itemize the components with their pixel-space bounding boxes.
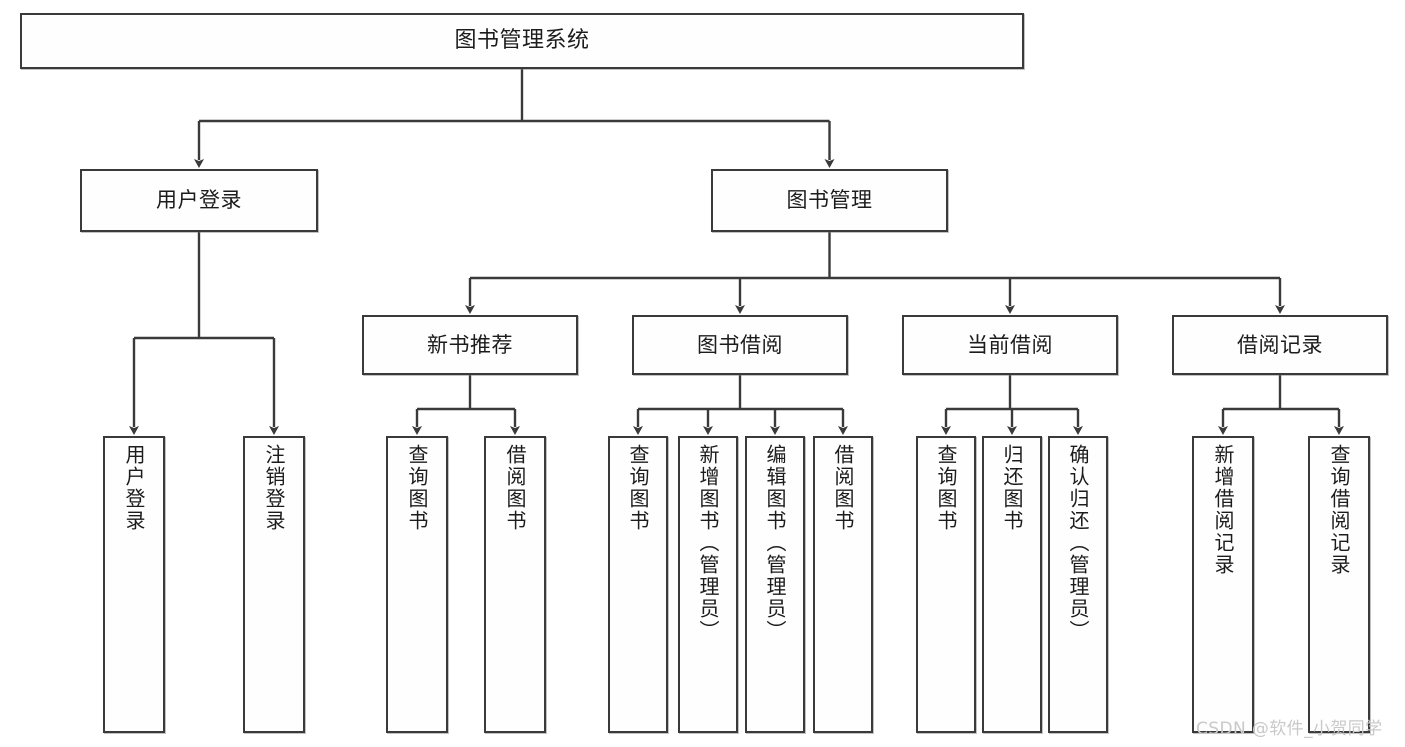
node-borrow-record-label: 借阅记录 xyxy=(1237,332,1323,357)
node-leaf-query-book-new-label: 查询图书 xyxy=(405,444,429,532)
node-leaf-return-book[interactable]: 归还图书 xyxy=(982,436,1042,733)
node-borrow-record[interactable]: 借阅记录 xyxy=(1172,315,1388,375)
node-leaf-borrow-book-new[interactable]: 借阅图书 xyxy=(484,436,546,733)
node-leaf-add-book-admin[interactable]: 新增图书（管理员） xyxy=(678,436,738,733)
node-new-book-recommend[interactable]: 新书推荐 xyxy=(362,315,578,375)
node-leaf-user-login-label: 用户登录 xyxy=(122,444,146,532)
csdn-watermark: CSDN @软件_小贺同学 xyxy=(1196,719,1383,739)
node-leaf-borrow-book-label: 借阅图书 xyxy=(831,444,855,532)
node-leaf-confirm-return-label: 确认归还（管理员） xyxy=(1066,444,1090,642)
node-leaf-borrow-book-new-label: 借阅图书 xyxy=(503,444,527,532)
node-current-borrow-label: 当前借阅 xyxy=(967,332,1053,357)
node-leaf-query-book-borrow[interactable]: 查询图书 xyxy=(608,436,668,733)
node-leaf-edit-book-admin[interactable]: 编辑图书（管理员） xyxy=(745,436,805,733)
node-leaf-add-book-admin-label: 新增图书（管理员） xyxy=(696,444,720,642)
node-leaf-user-login[interactable]: 用户登录 xyxy=(103,436,165,733)
node-leaf-logout-login-label: 注销登录 xyxy=(262,444,286,532)
node-root[interactable]: 图书管理系统 xyxy=(20,13,1024,69)
node-book-manage-label: 图书管理 xyxy=(786,188,873,213)
node-leaf-add-borrow-record[interactable]: 新增借阅记录 xyxy=(1192,436,1254,733)
node-user-login[interactable]: 用户登录 xyxy=(80,169,318,232)
node-book-borrow[interactable]: 图书借阅 xyxy=(632,315,848,375)
node-leaf-edit-book-admin-label: 编辑图书（管理员） xyxy=(763,444,787,642)
node-leaf-add-borrow-record-label: 新增借阅记录 xyxy=(1211,444,1235,576)
node-leaf-borrow-book[interactable]: 借阅图书 xyxy=(813,436,873,733)
node-leaf-logout-login[interactable]: 注销登录 xyxy=(243,436,305,733)
node-leaf-query-borrow-record[interactable]: 查询借阅记录 xyxy=(1308,436,1370,733)
node-leaf-query-book-borrow-label: 查询图书 xyxy=(626,444,650,532)
node-current-borrow[interactable]: 当前借阅 xyxy=(902,315,1118,375)
node-leaf-query-borrow-record-label: 查询借阅记录 xyxy=(1327,444,1351,576)
node-new-book-recommend-label: 新书推荐 xyxy=(427,332,513,357)
node-leaf-query-book-current[interactable]: 查询图书 xyxy=(916,436,976,733)
node-leaf-query-book-new[interactable]: 查询图书 xyxy=(386,436,448,733)
node-leaf-return-book-label: 归还图书 xyxy=(1000,444,1024,532)
node-root-label: 图书管理系统 xyxy=(454,28,590,54)
node-leaf-query-book-current-label: 查询图书 xyxy=(934,444,958,532)
node-book-manage[interactable]: 图书管理 xyxy=(711,169,948,232)
node-leaf-confirm-return[interactable]: 确认归还（管理员） xyxy=(1048,436,1108,733)
node-book-borrow-label: 图书借阅 xyxy=(697,332,783,357)
node-user-login-label: 用户登录 xyxy=(156,188,242,213)
